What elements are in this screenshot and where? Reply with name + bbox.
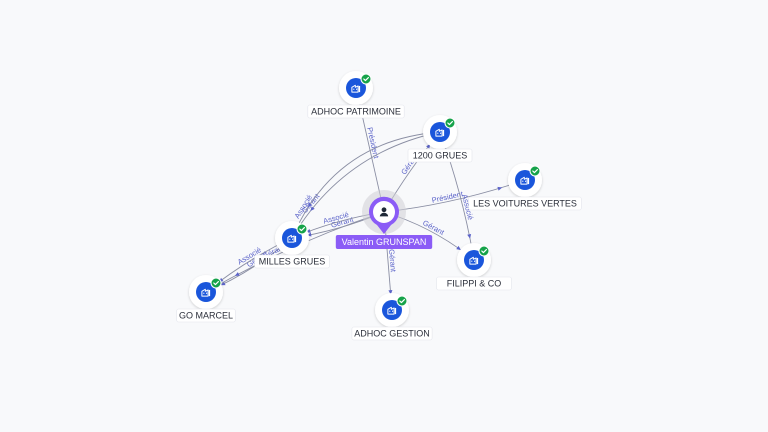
check-badge-icon — [360, 73, 372, 85]
edge-arrow-icon — [310, 206, 315, 212]
person-name: Valentin GRUNSPAN — [342, 237, 427, 247]
edge-label: Gérant — [387, 249, 398, 274]
company-name: LES VOITURES VERTES — [473, 199, 577, 209]
check-badge-icon — [210, 277, 222, 289]
nodes-layer: ADHOC PATRIMOINE 1200 GRUES LES VOITURES V… — [176, 71, 582, 341]
company-node-adhoc-patrimoine[interactable]: ADHOC PATRIMOINE — [307, 71, 405, 119]
company-node-filippi[interactable]: FILIPPI & CO — [436, 243, 512, 291]
edge-line — [291, 131, 441, 239]
node-label-bg — [351, 326, 433, 341]
node-circle — [382, 300, 402, 320]
node-label-bg — [176, 308, 236, 323]
check-badge-icon — [296, 223, 308, 235]
node-circle — [515, 170, 535, 190]
person-icon — [379, 207, 389, 217]
company-node-adhoc-gestion[interactable]: ADHOC GESTION — [351, 293, 433, 341]
edge-arrow-icon — [234, 272, 240, 276]
company-node-g1200[interactable]: 1200 GRUES — [407, 115, 473, 163]
edge-arrow-icon — [497, 186, 503, 191]
edge-arrow-icon — [467, 233, 472, 239]
node-circle — [464, 250, 484, 270]
company-node-voitures[interactable]: LES VOITURES VERTES — [468, 163, 582, 211]
company-node-milles[interactable]: MILLES GRUES — [254, 221, 330, 269]
company-name: ADHOC GESTION — [354, 329, 430, 339]
node-circle — [346, 78, 366, 98]
node-label-bg — [407, 148, 473, 163]
person-label-bg — [335, 235, 433, 249]
check-badge-icon — [444, 117, 456, 129]
node-circle — [282, 228, 302, 248]
edge-label: Président — [365, 126, 381, 160]
company-name: GO MARCEL — [179, 311, 233, 321]
node-label-bg — [436, 276, 512, 291]
company-name: 1200 GRUES — [413, 151, 468, 161]
check-badge-icon — [529, 165, 541, 177]
edge-arrow-icon — [307, 202, 313, 208]
edge-label: Gérant — [421, 218, 446, 237]
node-label-bg — [254, 254, 330, 269]
edge-arrow-icon — [220, 281, 226, 286]
check-badge-icon — [396, 295, 408, 307]
company-name: FILIPPI & CO — [447, 279, 502, 289]
edge-label: Président — [431, 189, 465, 205]
company-name: MILLES GRUES — [259, 257, 326, 267]
node-circle — [196, 282, 216, 302]
node-circle — [430, 122, 450, 142]
edge-line — [291, 131, 441, 239]
company-name: ADHOC PATRIMOINE — [311, 107, 401, 117]
edge-arrow-icon — [388, 290, 393, 295]
node-label-bg — [307, 104, 405, 119]
company-node-gomarcel[interactable]: GO MARCEL — [176, 275, 236, 323]
person-node[interactable]: Valentin GRUNSPAN — [335, 190, 433, 249]
check-badge-icon — [478, 245, 490, 257]
edge-arrow-icon — [456, 245, 461, 251]
node-label-bg — [468, 196, 582, 211]
